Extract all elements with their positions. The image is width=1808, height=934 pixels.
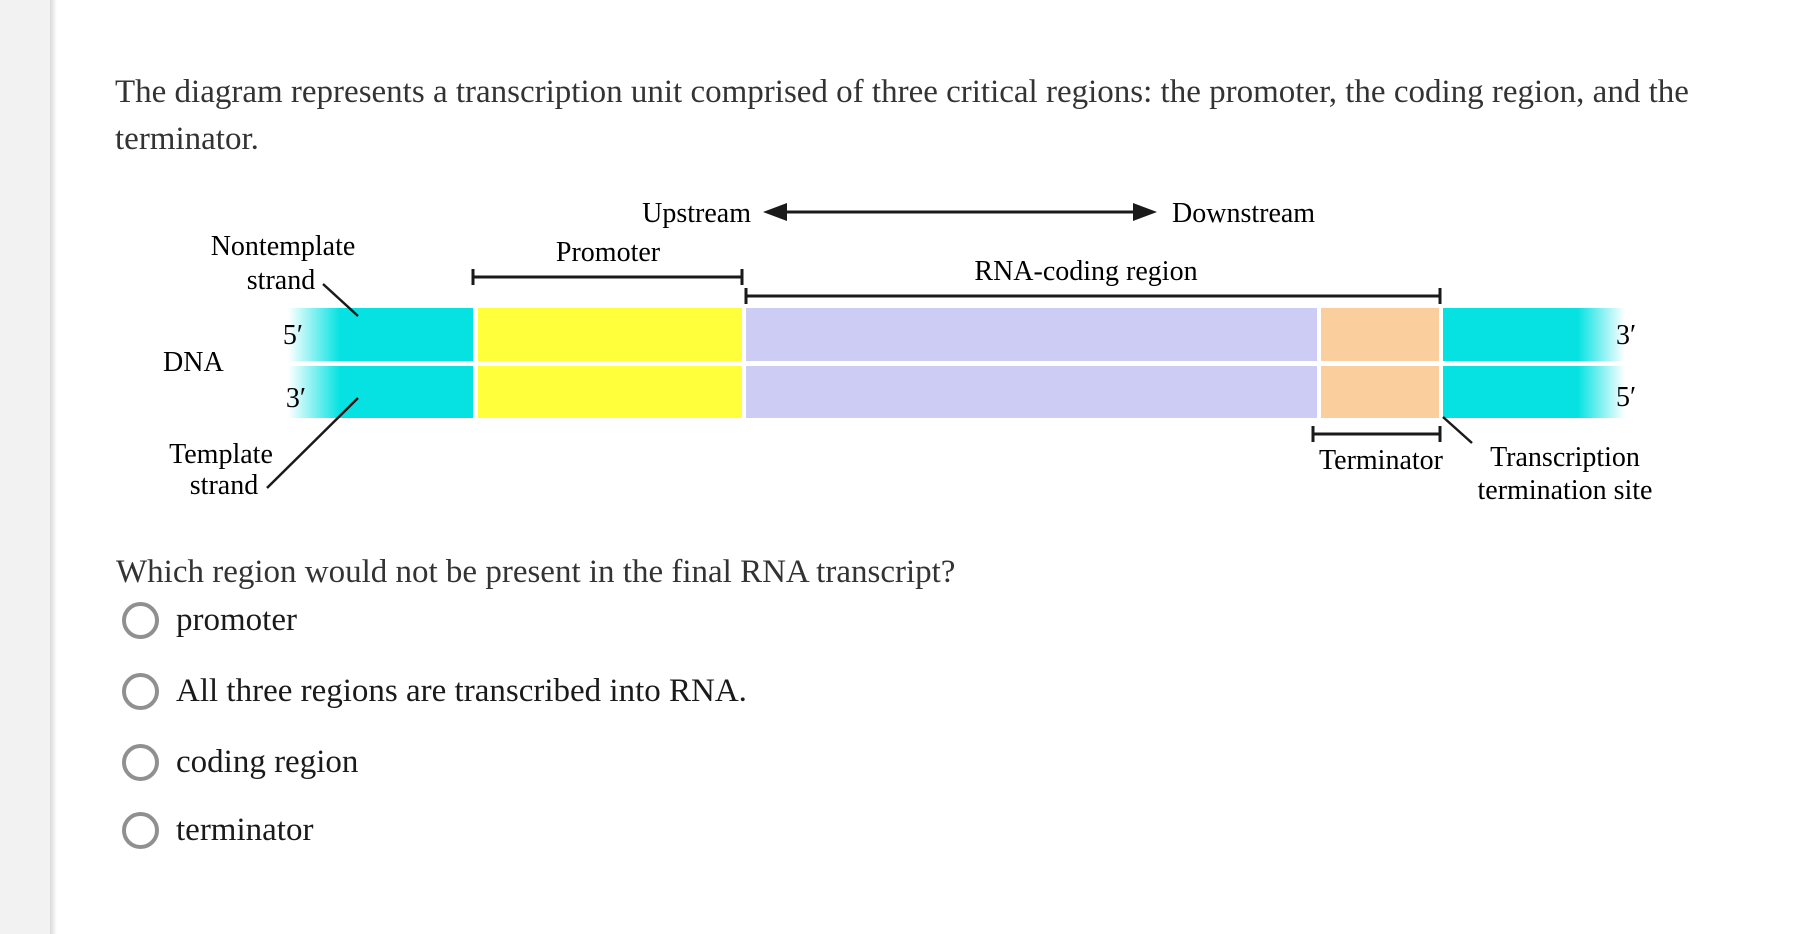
option-label[interactable]: terminator bbox=[176, 812, 314, 848]
dna-label: DNA bbox=[163, 347, 224, 378]
promoter-bracket bbox=[471, 269, 744, 285]
template-leader-line bbox=[266, 397, 359, 489]
arrowhead-left-icon bbox=[763, 203, 787, 221]
option-label[interactable]: All three regions are transcribed into R… bbox=[176, 673, 747, 709]
radio-button-coding-region[interactable] bbox=[122, 743, 159, 781]
five-prime-right-label: 5′ bbox=[1616, 382, 1636, 413]
radio-button-all-three[interactable] bbox=[122, 672, 159, 710]
option-row-terminator[interactable]: terminator bbox=[122, 811, 313, 849]
promoter-label: Promoter bbox=[556, 237, 661, 268]
upstream-label: Upstream bbox=[642, 198, 751, 229]
nontemplate-leader-line bbox=[322, 283, 359, 317]
option-row-all-three[interactable]: All three regions are transcribed into R… bbox=[122, 672, 747, 710]
region-downstream-flank-bottom bbox=[1443, 366, 1625, 418]
three-prime-left-label: 3′ bbox=[286, 383, 306, 414]
region-promoter-top bbox=[478, 308, 742, 361]
terminator-bracket bbox=[1311, 426, 1442, 442]
three-prime-right-label: 3′ bbox=[1616, 320, 1636, 351]
option-label[interactable]: coding region bbox=[176, 744, 359, 780]
region-terminator-top bbox=[1321, 308, 1439, 361]
termination-site-leader-line bbox=[1442, 416, 1473, 444]
nontemplate-strand-label-line1: Nontemplate bbox=[211, 231, 356, 262]
page-left-gutter bbox=[0, 0, 50, 934]
region-terminator-bottom bbox=[1321, 366, 1439, 418]
template-strand-label-line1: Template bbox=[169, 439, 273, 470]
region-rna-coding-bottom bbox=[746, 366, 1317, 418]
downstream-label: Downstream bbox=[1172, 198, 1315, 229]
rna-coding-region-bracket bbox=[744, 288, 1442, 304]
option-row-promoter[interactable]: promoter bbox=[122, 601, 297, 639]
terminator-label: Terminator bbox=[1319, 445, 1444, 476]
region-downstream-flank-top bbox=[1443, 308, 1625, 361]
template-strand-label-line2: strand bbox=[190, 470, 258, 501]
option-label[interactable]: promoter bbox=[176, 602, 297, 638]
question-text: Which region would not be present in the… bbox=[116, 554, 956, 590]
radio-button-promoter[interactable] bbox=[122, 601, 159, 639]
nontemplate-strand-label-line2: strand bbox=[247, 265, 315, 296]
option-row-coding-region[interactable]: coding region bbox=[122, 743, 358, 781]
rna-coding-region-label: RNA-coding region bbox=[974, 256, 1197, 287]
five-prime-left-label: 5′ bbox=[283, 320, 303, 351]
termination-site-label-line1: Transcription bbox=[1490, 442, 1640, 473]
termination-site-label-line2: termination site bbox=[1478, 475, 1653, 506]
region-upstream-flank-bottom bbox=[288, 366, 473, 418]
arrowhead-right-icon bbox=[1133, 203, 1157, 221]
radio-button-terminator[interactable] bbox=[122, 811, 159, 849]
region-promoter-bottom bbox=[478, 366, 742, 418]
region-upstream-flank-top bbox=[288, 308, 473, 361]
region-rna-coding-top bbox=[746, 308, 1317, 361]
page-left-gutter-edge bbox=[50, 0, 57, 934]
intro-paragraph: The diagram represents a transcription u… bbox=[115, 74, 1689, 157]
